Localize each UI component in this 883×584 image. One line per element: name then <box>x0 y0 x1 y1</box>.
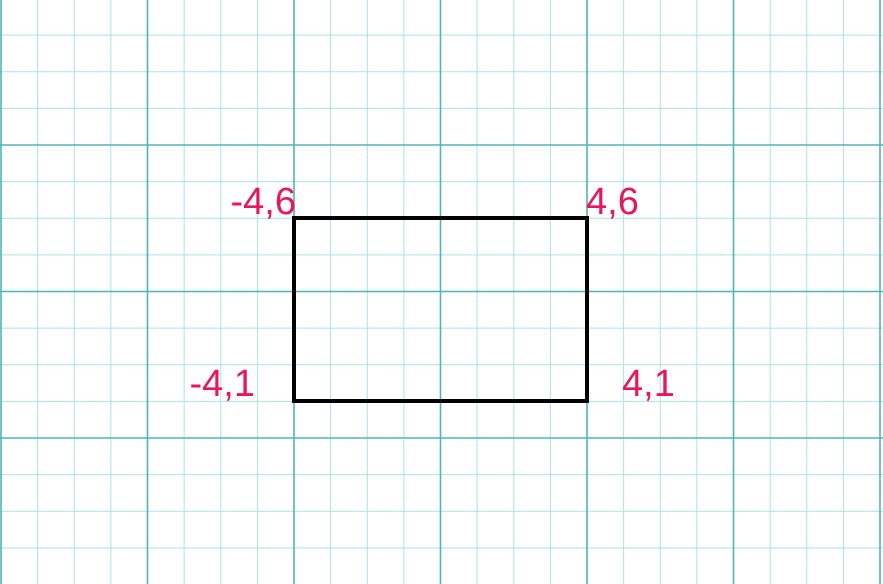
vertex-label-top-right: 4,6 <box>586 181 639 223</box>
vertex-label-bottom-left: -4,1 <box>190 363 255 405</box>
vertex-label-top-left: -4,6 <box>231 181 296 223</box>
rectangle-outline <box>292 216 589 403</box>
vertex-label-bottom-right: 4,1 <box>622 363 675 405</box>
